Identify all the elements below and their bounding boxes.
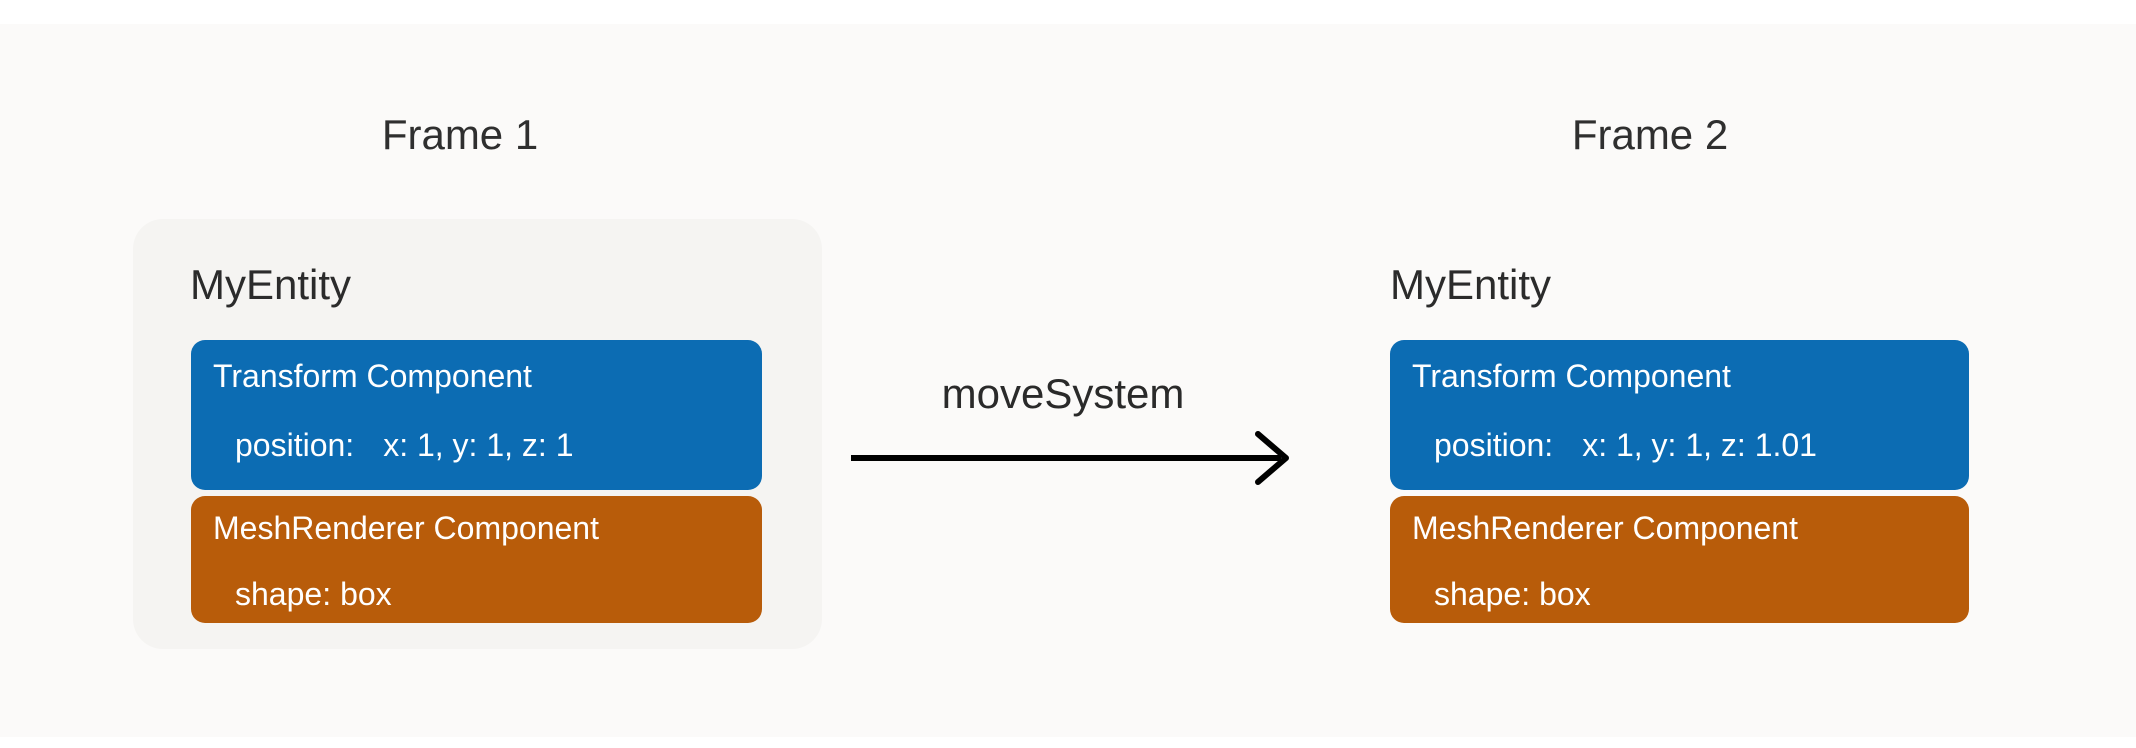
shape-value: box [340, 576, 392, 612]
entity-name-frame-1: MyEntity [190, 261, 352, 308]
shape-label: shape: [1434, 576, 1531, 612]
shape-property: shape:box [1434, 577, 1591, 611]
shape-label: shape: [235, 576, 332, 612]
shape-value: box [1539, 576, 1591, 612]
position-value: x: 1, y: 1, z: 1 [383, 427, 574, 463]
position-property: position: x: 1, y: 1, z: 1 [235, 428, 573, 462]
top-margin-strip [0, 0, 2136, 24]
frame-1-title: Frame 1 [381, 111, 539, 158]
meshrenderer-component-title: MeshRenderer Component [1412, 510, 1798, 546]
meshrenderer-component-frame-2: MeshRenderer Component shape:box [1390, 496, 1969, 623]
frame-2-title: Frame 2 [1571, 111, 1729, 158]
transform-component-frame-2: Transform Component position: x: 1, y: 1,… [1390, 340, 1969, 490]
shape-property: shape:box [235, 577, 392, 611]
meshrenderer-component-frame-1: MeshRenderer Component shape:box [191, 496, 762, 623]
transform-component-frame-1: Transform Component position: x: 1, y: 1,… [191, 340, 762, 490]
bottom-margin-strip [0, 737, 2136, 748]
position-label: position: [235, 427, 355, 463]
position-value: x: 1, y: 1, z: 1.01 [1582, 427, 1817, 463]
meshrenderer-component-title: MeshRenderer Component [213, 510, 599, 546]
entity-name-frame-2: MyEntity [1390, 261, 1552, 308]
system-label: moveSystem [941, 370, 1185, 417]
position-label: position: [1434, 427, 1554, 463]
transform-component-title: Transform Component [213, 358, 532, 394]
transform-component-title: Transform Component [1412, 358, 1731, 394]
position-property: position: x: 1, y: 1, z: 1.01 [1434, 428, 1817, 462]
